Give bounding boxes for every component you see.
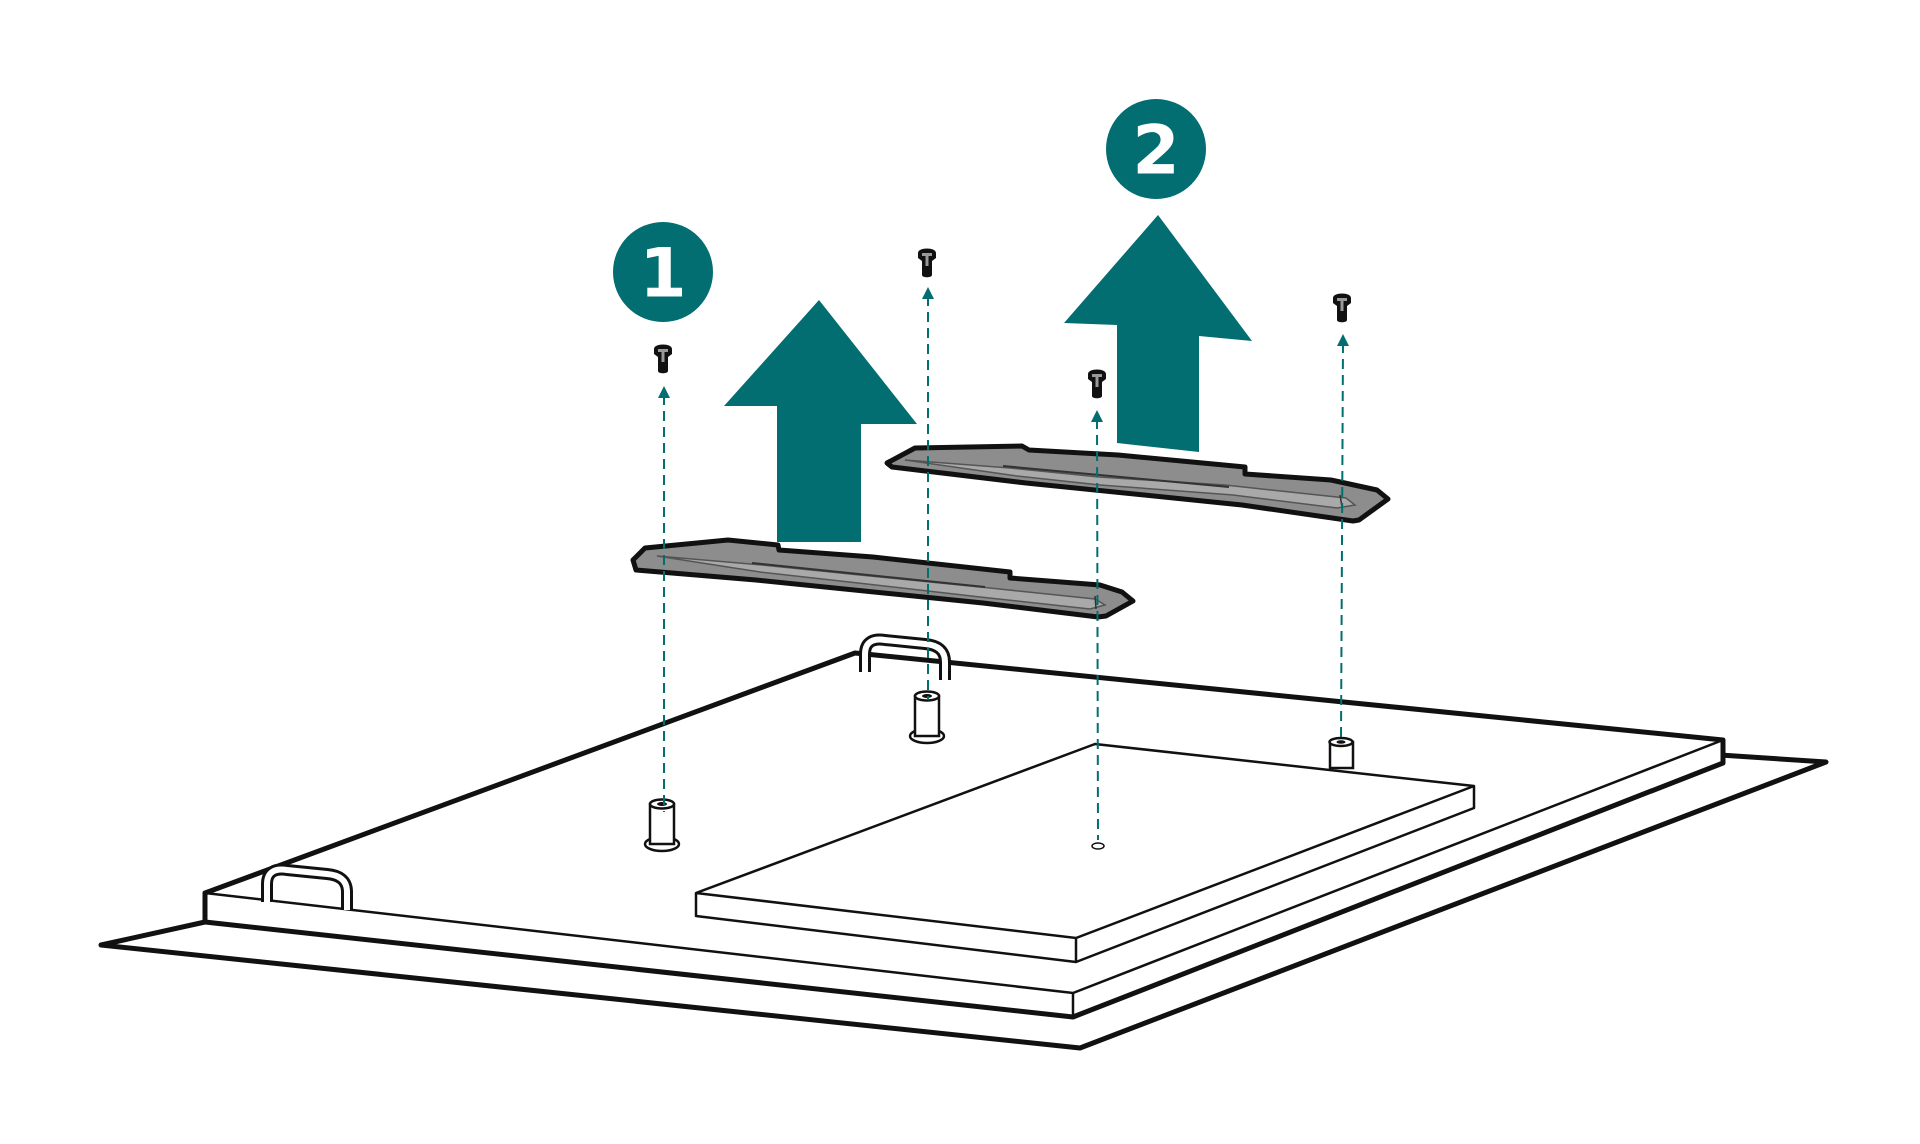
screw-icon (1333, 293, 1351, 323)
lift-arrow-icon (1064, 215, 1252, 452)
screw-icon (1088, 369, 1106, 399)
guide-lines (663, 296, 1344, 841)
drive-module (694, 742, 1476, 964)
front-bracket (630, 537, 1136, 620)
standoff-icon (643, 798, 681, 853)
screw-hole (1091, 842, 1105, 850)
screw-icon (918, 248, 936, 278)
standoff-icon (1328, 736, 1355, 770)
rear-bracket (884, 443, 1391, 524)
screw-icon (654, 344, 672, 374)
lift-arrow-icon (724, 300, 917, 542)
step-1-callout: 1 (613, 222, 713, 322)
step-2-callout: 2 (1106, 99, 1206, 199)
step-1-number: 1 (639, 235, 686, 314)
step-2-number: 2 (1132, 112, 1179, 191)
guide-arrowheads (658, 287, 1349, 422)
